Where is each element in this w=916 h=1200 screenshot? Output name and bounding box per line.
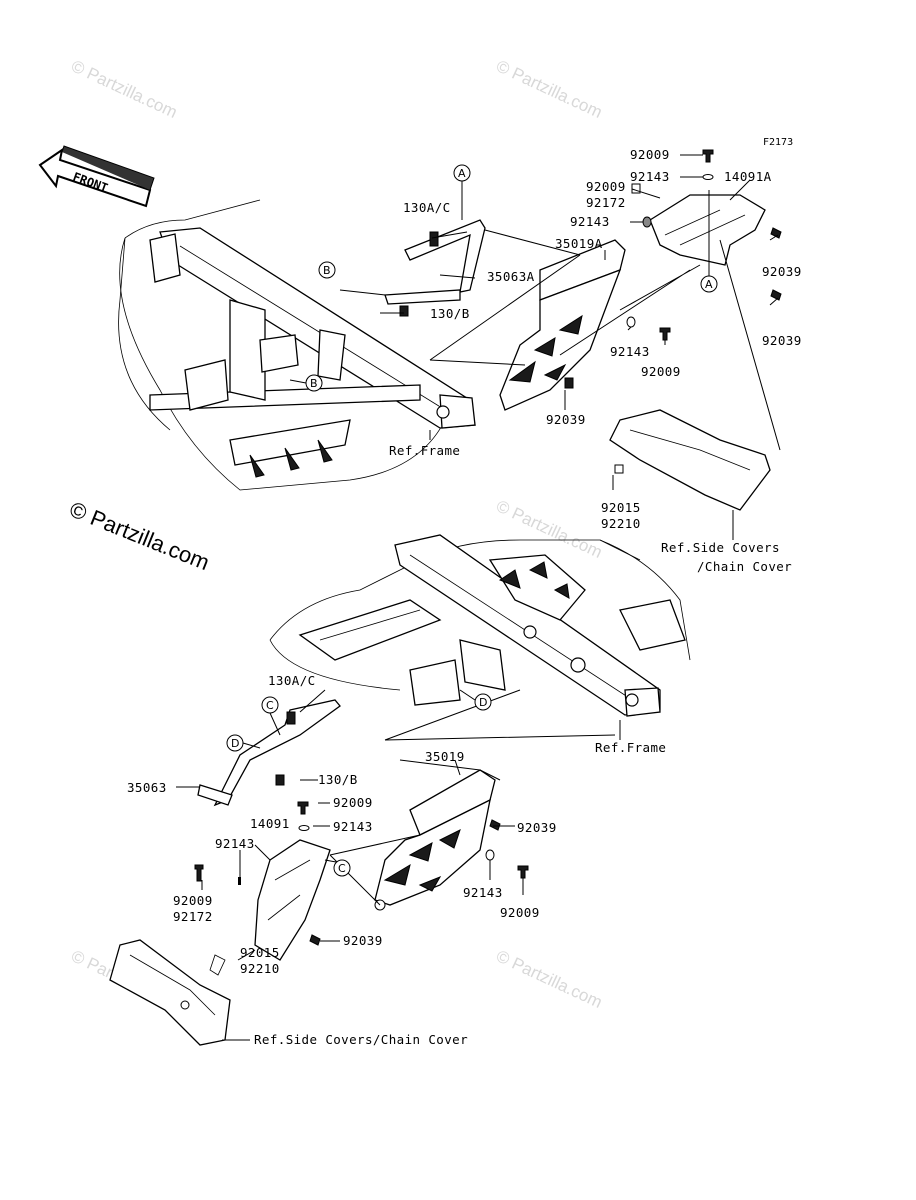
watermark: © Partzilla.com: [493, 496, 605, 562]
copyright-watermark: © Partzilla.com: [66, 496, 213, 575]
callout-c-bottom-b: C: [324, 859, 351, 877]
ref-side-covers-top-2: /Chain Cover: [697, 559, 792, 574]
part-92143-bottom-a: 92143: [333, 819, 373, 834]
figure-id: F2173: [763, 137, 793, 148]
part-35063: 35063: [127, 780, 167, 795]
watermark: © Partzilla.com: [68, 56, 180, 122]
callout-c-bottom-a: C: [261, 696, 281, 736]
svg-text:A: A: [705, 278, 713, 291]
svg-text:C: C: [266, 699, 274, 712]
part-14091: 14091: [250, 816, 290, 831]
front-arrow-icon: FRONT: [38, 145, 155, 208]
part-92009-top-a: 92009: [630, 147, 670, 162]
part-92039-top-b: 92039: [762, 333, 802, 348]
part-130AC-top: 130A/C: [403, 200, 451, 215]
part-130B-bottom: 130/B: [318, 772, 358, 787]
ref-frame-bottom: Ref.Frame: [595, 740, 666, 755]
svg-text:D: D: [479, 696, 487, 709]
callout-b-top: B: [318, 261, 336, 279]
part-92009-bottom-b: 92009: [173, 893, 213, 908]
part-92039-top-c: 92039: [546, 412, 586, 427]
part-92143-top-a: 92143: [630, 169, 670, 184]
part-14091A: 14091A: [724, 169, 772, 184]
part-92039-bottom-a: 92039: [517, 820, 557, 835]
part-35063A: 35063A: [487, 269, 535, 284]
part-92172-top: 92172: [586, 195, 626, 210]
ref-frame-top: Ref.Frame: [389, 443, 460, 458]
part-92172-bottom: 92172: [173, 909, 213, 924]
svg-text:C: C: [338, 862, 346, 875]
svg-text:B: B: [323, 264, 331, 277]
callout-a-right: A: [700, 190, 718, 293]
part-92015-bottom: 92015: [240, 945, 280, 960]
svg-text:A: A: [458, 167, 466, 180]
ref-side-covers-bottom: Ref.Side Covers/Chain Cover: [254, 1032, 468, 1047]
top-assembly: A A B B 92009 92143 14091A 92009 92172 9…: [118, 147, 802, 574]
part-92143-top-c: 92143: [610, 344, 650, 359]
callout-b-lower: B: [289, 374, 323, 392]
callout-d-bottom-b: D: [459, 689, 492, 711]
callout-a-top: A: [453, 164, 471, 220]
ref-side-covers-top-1: Ref.Side Covers: [661, 540, 780, 555]
part-92009-bottom-a: 92009: [333, 795, 373, 810]
callout-d-bottom-a: D: [226, 734, 261, 752]
part-130B-top: 130/B: [430, 306, 470, 321]
svg-text:B: B: [310, 377, 318, 390]
part-35019A: 35019A: [555, 236, 603, 251]
part-92009-top-b: 92009: [586, 179, 626, 194]
part-35019: 35019: [425, 749, 465, 764]
bottom-assembly: C C D D 130A/C Ref.Frame 35019 35063 130…: [109, 534, 691, 1047]
svg-text:D: D: [231, 737, 239, 750]
part-92015-top: 92015: [601, 500, 641, 515]
part-92009-top-c: 92009: [641, 364, 681, 379]
part-92039-top-a: 92039: [762, 264, 802, 279]
part-92143-bottom-b: 92143: [215, 836, 255, 851]
watermark: © Partzilla.com: [493, 946, 605, 1012]
part-92210-top: 92210: [601, 516, 641, 531]
part-92009-bottom-c: 92009: [500, 905, 540, 920]
part-92210-bottom: 92210: [240, 961, 280, 976]
watermark: © Partzilla.com: [493, 56, 605, 122]
part-92143-bottom-c: 92143: [463, 885, 503, 900]
part-92039-bottom-b: 92039: [343, 933, 383, 948]
part-92143-top-b: 92143: [570, 214, 610, 229]
part-130AC-bottom: 130A/C: [268, 673, 316, 688]
